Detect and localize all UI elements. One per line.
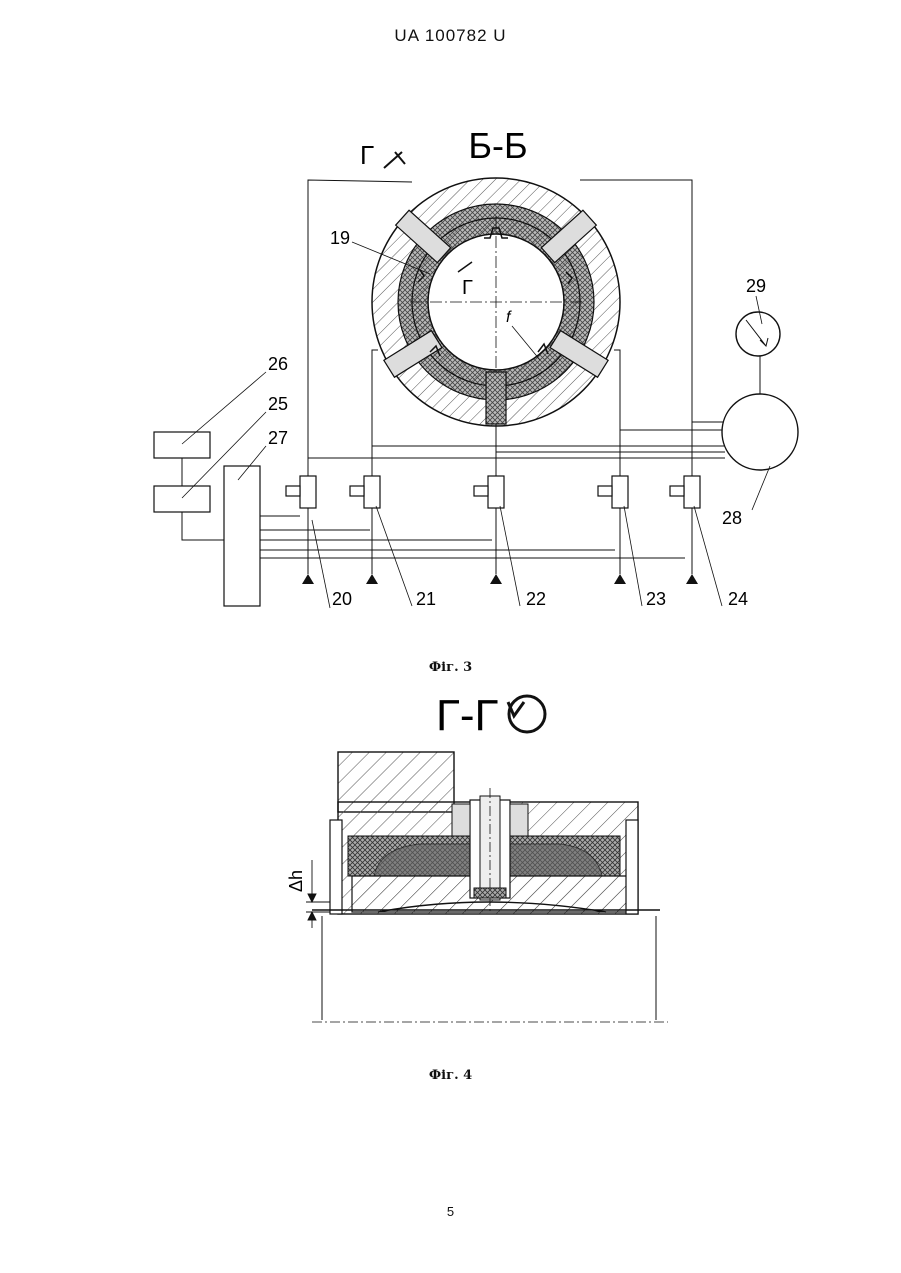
- callout-23: 23: [646, 589, 666, 609]
- callout-29: 29: [746, 276, 766, 296]
- figure-3-caption: Фіг. 3: [0, 660, 901, 675]
- callout-27: 27: [268, 428, 288, 448]
- figure-4-drawing: Г-Г Δh: [0, 680, 901, 1040]
- callout-19: 19: [330, 228, 350, 248]
- callout-28: 28: [722, 508, 742, 528]
- callout-20: 20: [332, 589, 352, 609]
- figure-4-caption: Фіг. 4: [0, 1068, 901, 1083]
- figure-3-drawing: Б-Б Г Г f: [0, 0, 901, 660]
- callout-24: 24: [728, 589, 748, 609]
- block-25: [154, 486, 210, 512]
- block-26: [154, 432, 210, 458]
- section-title-bb: Б-Б: [468, 125, 527, 166]
- page-number: 5: [0, 1204, 901, 1219]
- pump-28: [722, 394, 798, 470]
- callout-26: 26: [268, 354, 288, 374]
- section-mark-g-inner: Г: [462, 277, 473, 299]
- callout-22: 22: [526, 589, 546, 609]
- section-mark-g: Г: [360, 140, 374, 170]
- gauge-29: [736, 312, 780, 356]
- callout-21: 21: [416, 589, 436, 609]
- block-27: [224, 466, 260, 606]
- callout-25: 25: [268, 394, 288, 414]
- gap-label: Δh: [286, 870, 306, 892]
- valves: [286, 476, 700, 508]
- section-title-gg: Г-Г: [436, 691, 498, 740]
- gap-dimension: [306, 860, 330, 928]
